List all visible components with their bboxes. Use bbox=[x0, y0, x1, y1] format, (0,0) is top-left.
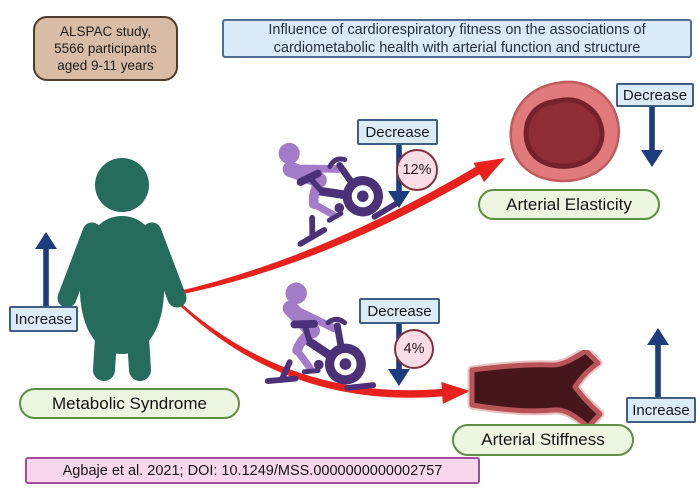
decrease-text: Decrease bbox=[365, 123, 430, 141]
exercise-bike-icon bbox=[278, 142, 400, 247]
down-arrow-icon bbox=[641, 107, 663, 167]
percent-text: 12% bbox=[402, 162, 432, 178]
title-banner: Influence of cardiorespiratory fitness o… bbox=[222, 19, 692, 58]
up-arrow-icon bbox=[647, 328, 669, 398]
study-info-line: ALSPAC study, bbox=[59, 24, 152, 39]
arterial-stiffness-text: Arterial Stiffness bbox=[481, 430, 605, 449]
study-info-line: aged 9-11 years bbox=[57, 58, 154, 73]
increase-label-left: Increase bbox=[9, 306, 78, 332]
decrease-label-elasticity: Decrease bbox=[616, 83, 694, 107]
increase-text: Increase bbox=[14, 310, 73, 328]
arterial-elasticity-label: Arterial Elasticity bbox=[478, 189, 660, 220]
percent-text: 4% bbox=[403, 341, 425, 357]
citation-text: Agbaje et al. 2021; DOI: 10.1249/MSS.000… bbox=[62, 462, 443, 479]
percent-badge-12: 12% bbox=[396, 149, 438, 191]
exercise-bike-icon bbox=[264, 282, 377, 391]
citation-bar: Agbaje et al. 2021; DOI: 10.1249/MSS.000… bbox=[25, 457, 480, 484]
up-arrow-icon bbox=[35, 232, 57, 308]
title-text: Influence of cardiorespiratory fitness o… bbox=[268, 21, 646, 56]
percent-badge-4: 4% bbox=[394, 329, 434, 369]
artery-bifurcation-icon bbox=[467, 350, 605, 432]
arterial-elasticity-text: Arterial Elasticity bbox=[506, 194, 632, 214]
metabolic-syndrome-text: Metabolic Syndrome bbox=[52, 393, 207, 413]
decrease-label-top: Decrease bbox=[357, 119, 438, 145]
obese-person-icon bbox=[57, 158, 187, 381]
decrease-label-bottom: Decrease bbox=[359, 298, 440, 324]
artery-cross-section-icon bbox=[509, 80, 620, 183]
decrease-text: Decrease bbox=[367, 302, 432, 320]
increase-label-stiffness: Increase bbox=[626, 397, 696, 423]
study-info-box: ALSPAC study, 5566 participants aged 9-1… bbox=[33, 16, 178, 81]
increase-text: Increase bbox=[632, 401, 690, 419]
decrease-text: Decrease bbox=[622, 86, 688, 104]
study-info-line: 5566 participants bbox=[54, 41, 157, 56]
metabolic-syndrome-label: Metabolic Syndrome bbox=[19, 388, 240, 419]
arterial-stiffness-label: Arterial Stiffness bbox=[452, 424, 634, 456]
